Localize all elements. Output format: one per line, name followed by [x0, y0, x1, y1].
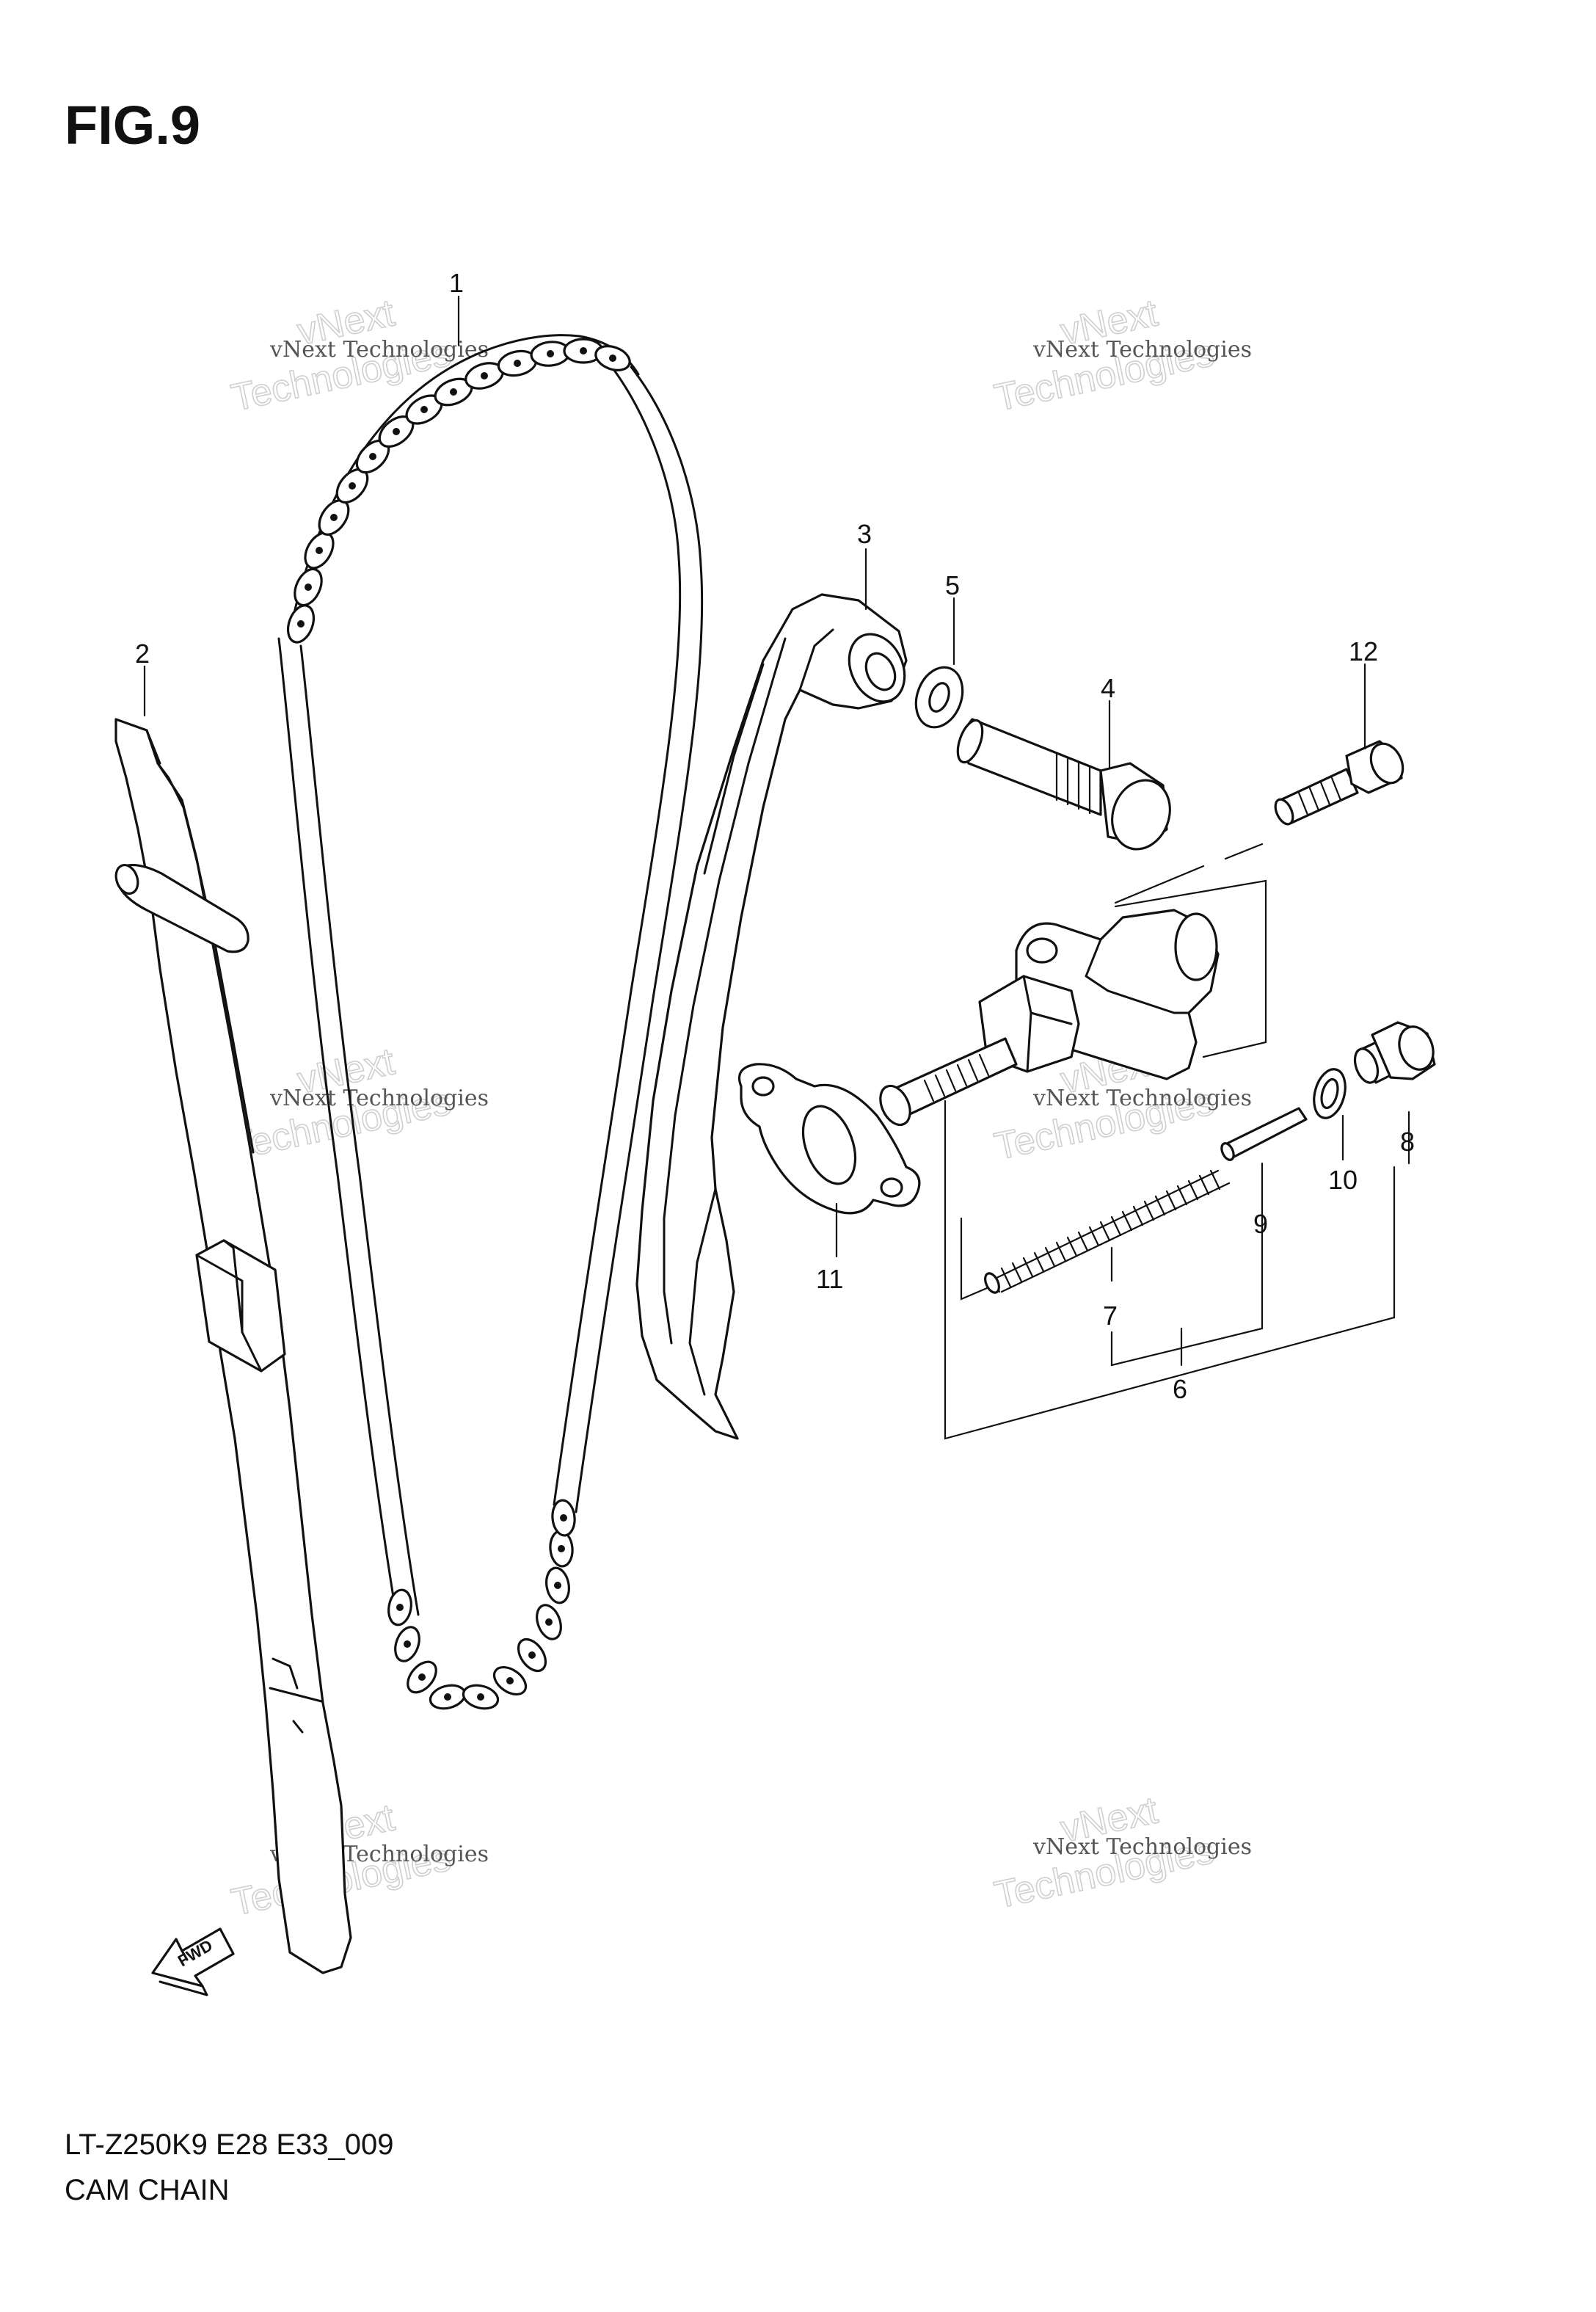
part-12-bolt: [1274, 740, 1404, 826]
callout-numbers: 1 2 3 5 4 12 8 10 9 11 7 6: [135, 268, 1415, 1404]
callout-7: 7: [1103, 1301, 1118, 1331]
watermark-middle-left: vNext Technologies vNext Technologies: [227, 1039, 489, 1168]
svg-text:vNext Technologies: vNext Technologies: [1032, 337, 1252, 363]
part-5-washer: [914, 666, 964, 729]
watermark-bottom-right: vNext Technologies vNext Technologies: [991, 1788, 1252, 1917]
part-1-cam-chain: [277, 334, 704, 1710]
callout-8: 8: [1400, 1127, 1415, 1157]
svg-text:vNext Technologies: vNext Technologies: [269, 337, 489, 363]
callout-5: 5: [945, 570, 960, 600]
leader-lines: [143, 295, 1410, 1367]
watermark-bottom-left: vNext Technologies vNext Technologies: [227, 1795, 489, 1924]
part-3-tensioner-arm: [635, 593, 908, 1440]
callout-11: 11: [816, 1264, 843, 1294]
svg-text:vNext Technologies: vNext Technologies: [269, 1086, 489, 1111]
part-2-chain-guide: [114, 718, 352, 1974]
part-8-plug-bolt: [1353, 1021, 1436, 1084]
callout-6: 6: [1173, 1374, 1187, 1404]
svg-text:vNext Technologies: vNext Technologies: [1032, 1834, 1252, 1860]
callout-2: 2: [135, 639, 150, 669]
part-10-washer: [1313, 1068, 1347, 1119]
figure-title: FIG.9: [65, 95, 201, 156]
callout-10: 10: [1328, 1165, 1358, 1195]
callout-4: 4: [1101, 673, 1115, 703]
part-6-tensioner-assembly: [879, 879, 1396, 1440]
part-7-spring: [960, 1169, 1231, 1301]
model-code: LT-Z250K9 E28 E33_009: [65, 2129, 394, 2161]
callout-3: 3: [857, 519, 872, 549]
section-name: CAM CHAIN: [65, 2174, 230, 2206]
part-9-pin: [1220, 1107, 1308, 1161]
part-11-gasket: [737, 1063, 921, 1215]
svg-text:vNext Technologies: vNext Technologies: [1032, 1086, 1252, 1111]
watermark-top-right: vNext Technologies vNext Technologies: [991, 291, 1252, 420]
part-12-leader-dash: [1114, 843, 1264, 904]
callout-1: 1: [449, 268, 464, 298]
callout-12: 12: [1349, 636, 1378, 666]
callout-9: 9: [1253, 1209, 1268, 1239]
part-4-bolt: [956, 718, 1171, 851]
forward-arrow-icon: FWD: [151, 1927, 235, 1996]
